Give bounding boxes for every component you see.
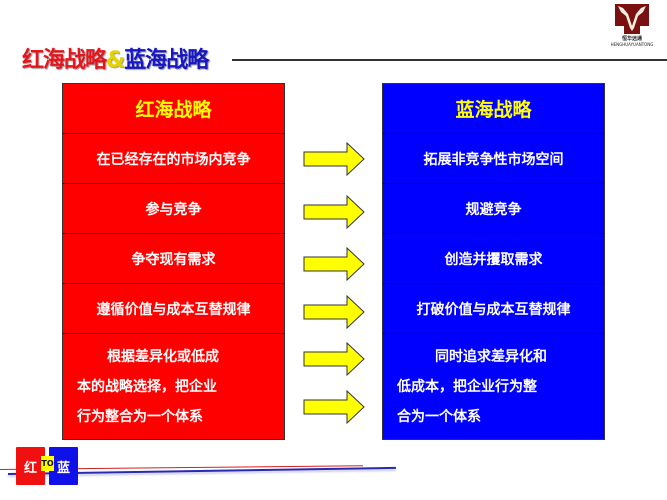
arrow-right-icon bbox=[303, 142, 365, 176]
red-ocean-column: 红海战略 在已经存在的市场内竞争 参与竞争 争夺现有需求 遵循价值与成本互替规律… bbox=[62, 83, 285, 440]
blue-ocean-heading: 蓝海战略 bbox=[383, 84, 604, 134]
blue-ocean-row-last: 同时追求差异化和 低成本，把企业行为整 合为一个体系 bbox=[383, 334, 604, 439]
footer-badge-to: TO bbox=[41, 456, 54, 471]
arrow-right-icon bbox=[303, 390, 365, 424]
blue-ocean-row: 规避竞争 bbox=[383, 184, 604, 234]
title-red-ocean: 红海战略 bbox=[22, 48, 107, 73]
red-last-line-3: 行为整合为一个体系 bbox=[77, 409, 203, 425]
blue-ocean-row: 拓展非竞争性市场空间 bbox=[383, 134, 604, 184]
title-blue-ocean: 蓝海战略 bbox=[124, 48, 209, 73]
logo-text-cn: 恒华远通 bbox=[621, 36, 642, 42]
title-divider bbox=[232, 59, 667, 61]
red-ocean-row-last: 根据差异化或低成 本的战略选择，把企业 行为整合为一个体系 bbox=[63, 334, 284, 439]
title-ampersand: & bbox=[106, 48, 125, 73]
footer-badge-blue: 蓝 bbox=[49, 447, 78, 485]
arrow-right-icon bbox=[303, 295, 365, 329]
red-ocean-heading: 红海战略 bbox=[63, 84, 284, 134]
red-ocean-row: 争夺现有需求 bbox=[63, 234, 284, 284]
arrow-right-icon bbox=[303, 342, 365, 376]
footer-badge-red: 红 bbox=[16, 447, 45, 485]
red-ocean-row: 参与竞争 bbox=[63, 184, 284, 234]
red-ocean-row: 在已经存在的市场内竞争 bbox=[63, 134, 284, 184]
blue-last-line-1: 同时追求差异化和 bbox=[435, 349, 547, 365]
blue-ocean-column: 蓝海战略 拓展非竞争性市场空间 规避竞争 创造并攫取需求 打破价值与成本互替规律… bbox=[382, 83, 605, 440]
red-ocean-row: 遵循价值与成本互替规律 bbox=[63, 284, 284, 334]
page-title: 红海战略&蓝海战略 bbox=[22, 42, 209, 74]
red-last-line-2: 本的战略选择，把企业 bbox=[77, 379, 217, 395]
eagle-wings-logo-icon bbox=[615, 4, 649, 34]
logo-text-en: HENGHUAYUANTONG bbox=[610, 42, 654, 47]
blue-ocean-row: 打破价值与成本互替规律 bbox=[383, 284, 604, 334]
blue-last-line-2: 低成本，把企业行为整 bbox=[397, 379, 537, 395]
red-last-line-1: 根据差异化或低成 bbox=[107, 349, 219, 365]
arrow-right-icon bbox=[303, 247, 365, 281]
blue-ocean-row: 创造并攫取需求 bbox=[383, 234, 604, 284]
arrow-right-icon bbox=[303, 195, 365, 229]
blue-last-line-3: 合为一个体系 bbox=[397, 409, 481, 425]
company-logo: 恒华远通 HENGHUAYUANTONG bbox=[608, 4, 656, 52]
